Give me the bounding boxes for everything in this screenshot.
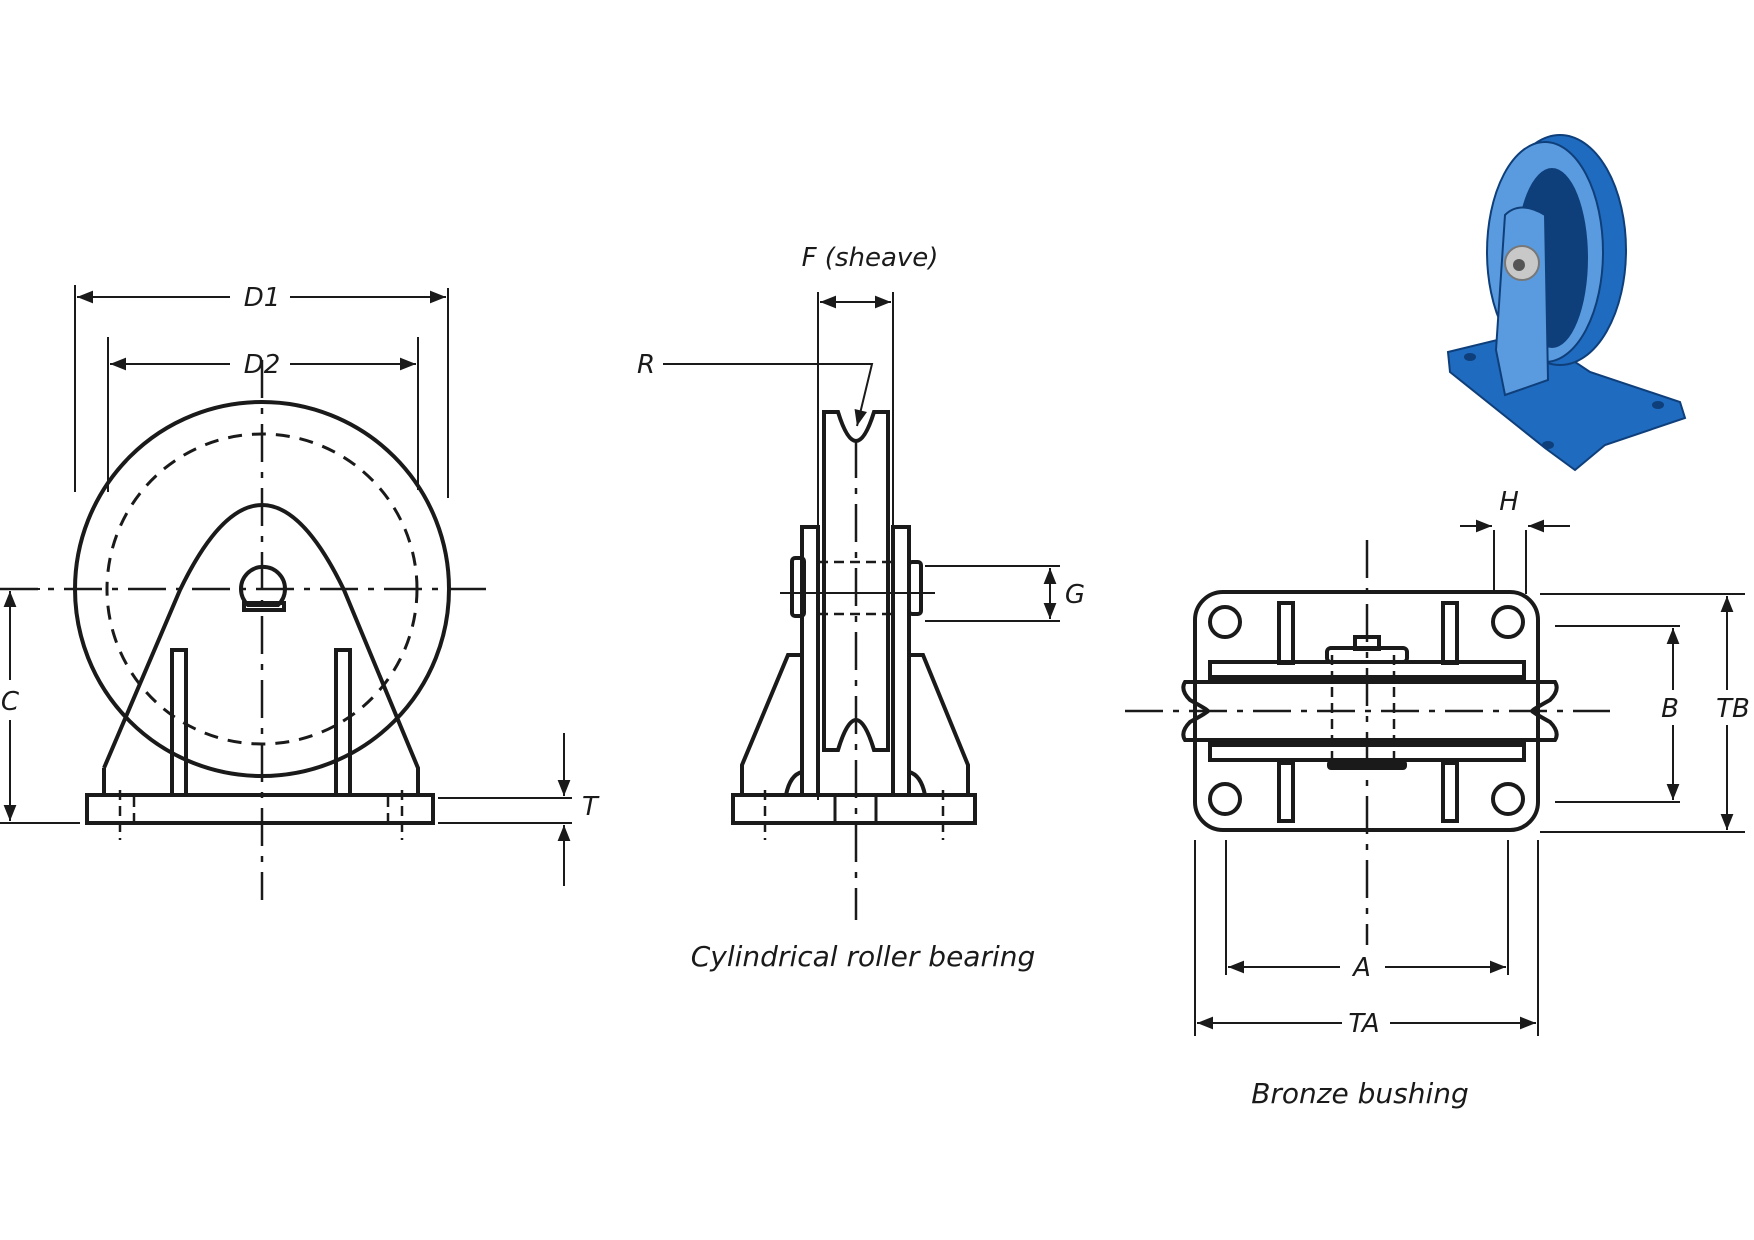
bolt-hole-top-left [1208, 605, 1242, 639]
f-sheave-label: F (sheave) [802, 243, 939, 273]
rib-top-right [1441, 601, 1459, 665]
axle-nut [242, 601, 286, 612]
product-photo [1446, 134, 1687, 472]
bronze-bushing-caption: Bronze bushing [1251, 1077, 1469, 1110]
cylindrical-roller-bearing-caption: Cylindrical roller bearing [691, 940, 1036, 973]
b-label: B [1661, 694, 1679, 724]
photo-axle-bolt [1513, 259, 1525, 271]
a-label: A [1351, 953, 1371, 983]
weld-right [908, 770, 927, 796]
rib-bottom-right [1441, 761, 1459, 823]
side-view: F (sheave) R G Cylindrical [637, 243, 1085, 973]
side-plate-right [891, 525, 911, 797]
rib-top-left [1277, 601, 1295, 665]
photo-bolt-hole [1652, 401, 1664, 409]
bolt-hole-bottom-right [1491, 782, 1525, 816]
d1-label: D1 [244, 283, 281, 313]
photo-bolt-hole [1464, 353, 1476, 361]
sheave-profile [822, 410, 890, 752]
h-label: H [1499, 487, 1519, 517]
rib-right [334, 648, 352, 797]
front-view: D1 D2 C [0, 283, 600, 900]
photo-bracket [1494, 206, 1550, 397]
c-label: C [1, 687, 20, 717]
axle-cap-left [790, 556, 806, 618]
tb-label: TB [1716, 694, 1750, 724]
side-base-plate [731, 793, 977, 825]
gusset-right [909, 653, 970, 795]
sheave-top-profile [1181, 680, 1559, 742]
bolt-hole-top-right [1491, 605, 1525, 639]
top-view: H B TB A TA Bronze bushing [1125, 487, 1750, 1110]
axle-outline [239, 564, 287, 607]
photo-bolt-hole [1542, 441, 1554, 449]
base-plate [85, 793, 435, 825]
bracket-outline [102, 503, 420, 795]
t-label: T [582, 792, 600, 822]
weld-left [784, 770, 803, 796]
bolt-hole-bottom-left [1208, 782, 1242, 816]
r-leader-line [663, 363, 874, 427]
g-label: G [1065, 580, 1085, 610]
gusset-left [740, 653, 802, 795]
axle-cap-right [907, 560, 923, 616]
ta-label: TA [1348, 1009, 1379, 1039]
r-label: R [637, 350, 655, 380]
rib-bottom-left [1277, 761, 1295, 823]
